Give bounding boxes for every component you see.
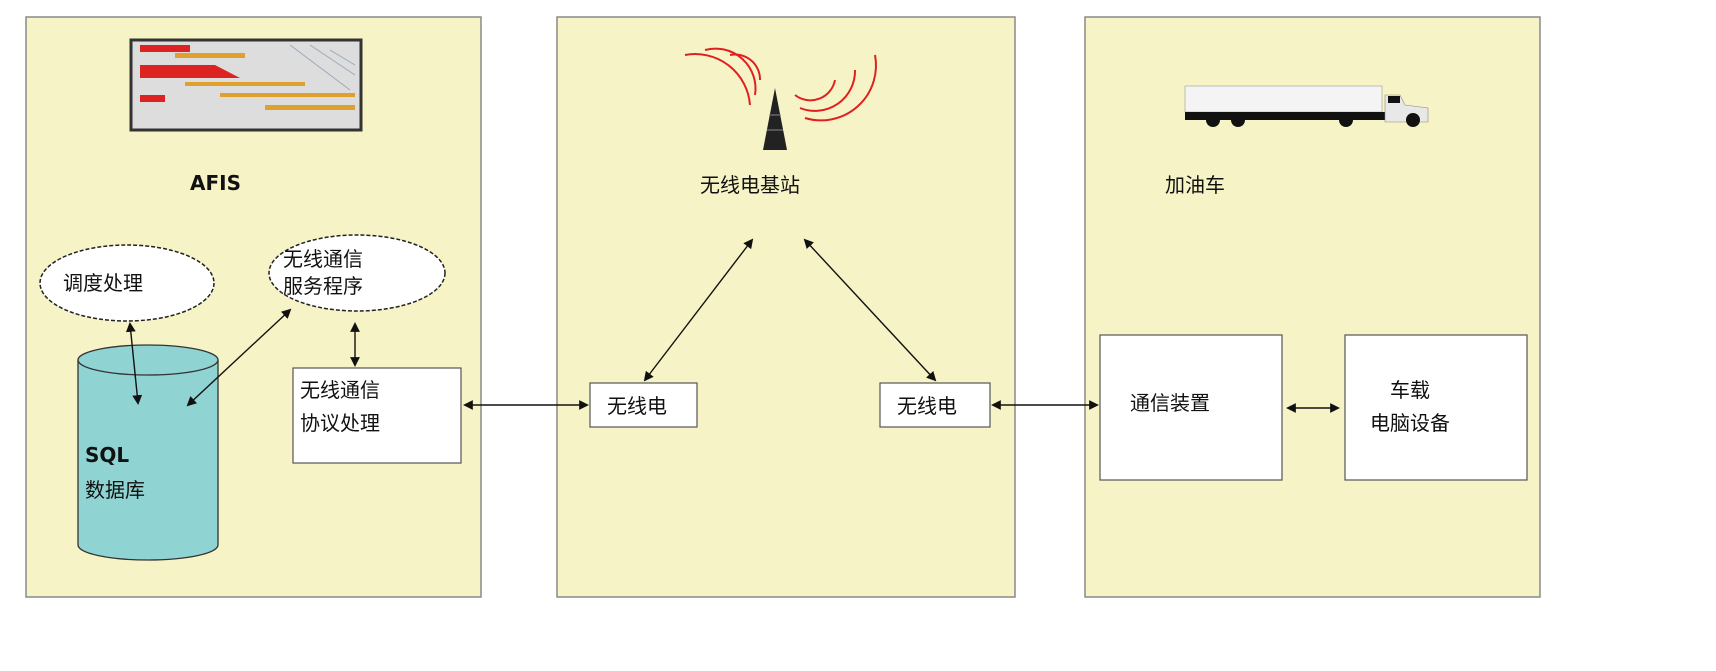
base-station-title: 无线电基站 bbox=[700, 173, 800, 197]
protocol-label-2: 协议处理 bbox=[300, 411, 380, 435]
database-label-2: 数据库 bbox=[85, 478, 145, 502]
radio-left-label: 无线电 bbox=[607, 394, 667, 418]
afis-screen-image bbox=[129, 38, 363, 132]
wireless-service-label-2: 服务程序 bbox=[283, 274, 363, 298]
comm-device-label: 通信装置 bbox=[1130, 391, 1210, 415]
database-label-1: SQL bbox=[85, 443, 129, 467]
arrow-database-service bbox=[186, 308, 292, 407]
protocol-label-1: 无线通信 bbox=[300, 378, 380, 402]
arrow-radio-station-left bbox=[643, 238, 754, 382]
radio-right-label: 无线电 bbox=[897, 394, 957, 418]
dispatch-label: 调度处理 bbox=[63, 271, 143, 295]
fuel-truck-icon bbox=[1184, 85, 1429, 127]
onboard-computer-box bbox=[1344, 334, 1528, 481]
radio-box-left bbox=[589, 382, 698, 428]
arrow-radio-station-right bbox=[803, 238, 937, 382]
onboard-computer-label-1: 车载 bbox=[1390, 378, 1430, 402]
base-station-panel bbox=[556, 16, 1016, 598]
radio-box-right bbox=[879, 382, 991, 428]
afis-title: AFIS bbox=[190, 171, 241, 195]
onboard-computer-label-2: 电脑设备 bbox=[1370, 411, 1450, 435]
arrow-dispatch-database bbox=[125, 322, 143, 405]
wireless-service-label-1: 无线通信 bbox=[283, 247, 363, 271]
dispatch-process-node bbox=[39, 244, 215, 322]
protocol-process-box bbox=[292, 367, 462, 464]
wireless-service-node bbox=[268, 234, 446, 312]
truck-title: 加油车 bbox=[1165, 173, 1225, 197]
radio-tower-icon bbox=[684, 47, 877, 150]
comm-device-box bbox=[1099, 334, 1283, 481]
